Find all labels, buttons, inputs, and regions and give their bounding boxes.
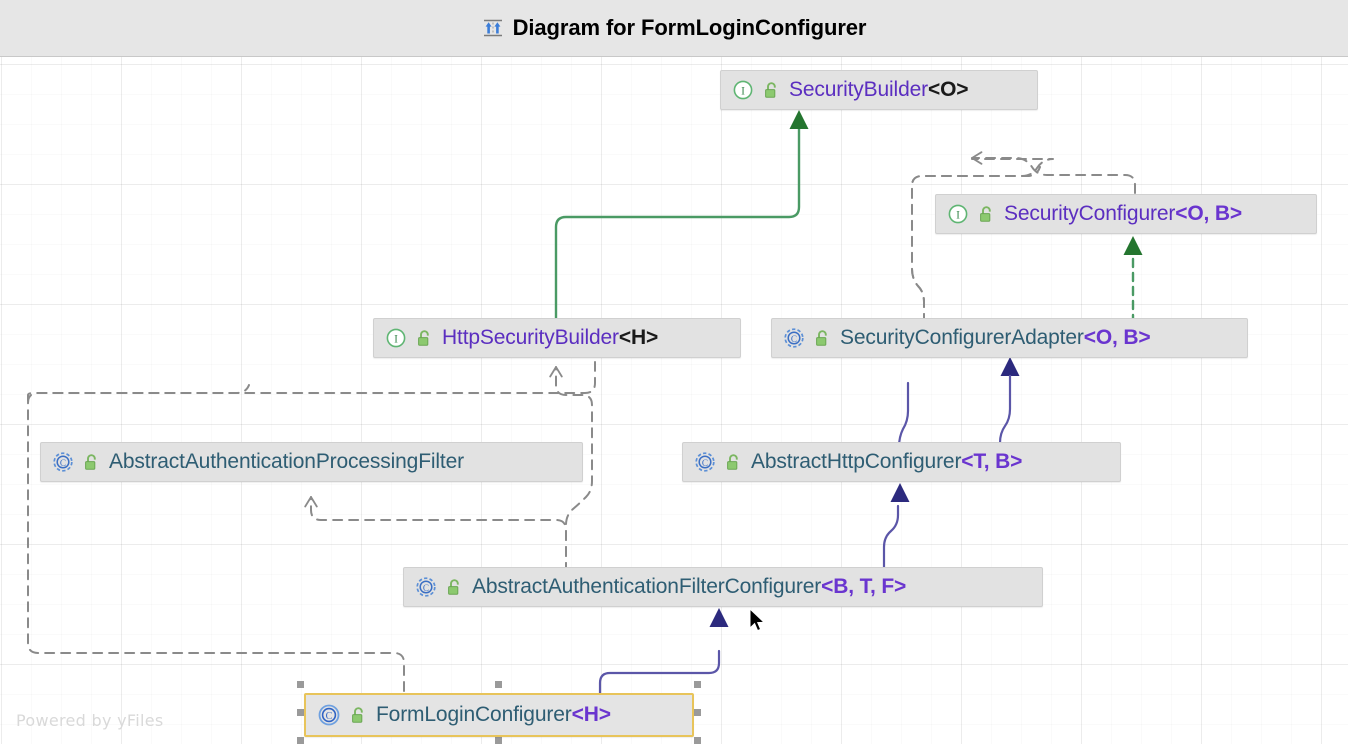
public-unlock-icon [83,453,100,472]
abstract-class-icon: C [415,576,437,598]
svg-text:C: C [60,458,66,468]
svg-text:I: I [394,333,398,345]
edge-abstract-auth-filter-configurer-to-abstract-auth-processing-filter [304,496,567,573]
svg-text:I: I [741,85,745,97]
node-security-configurer-adapter[interactable]: C SecurityConfigurerAdapter<O, B> [771,318,1248,358]
node-generics-text: <O> [927,78,969,101]
public-unlock-icon [416,329,433,348]
public-unlock-icon [978,205,995,224]
public-unlock-icon [763,81,780,100]
resize-handle-e[interactable] [694,709,701,716]
node-name-text: FormLoginConfigurer [376,703,572,726]
mouse-cursor [749,607,767,634]
node-generics-text: <T, B> [961,450,1023,473]
node-abstract-authentication-filter-configurer[interactable]: C AbstractAuthenticationFilterConfigurer… [403,567,1043,607]
resize-handle-w[interactable] [297,709,304,716]
interface-icon: I [732,79,754,101]
abstract-class-icon: C [783,327,805,349]
resize-handle-nw[interactable] [297,681,304,688]
node-name-text: HttpSecurityBuilder [442,326,619,349]
diagram-header-inner: Diagram for FormLoginConfigurer [482,15,867,41]
node-http-security-builder[interactable]: I HttpSecurityBuilder<H> [373,318,741,358]
node-form-login-configurer[interactable]: C FormLoginConfigurer<H> [304,693,694,737]
svg-text:C: C [791,334,797,344]
edge-form-login-configurer-to-abstract-auth-processing-filter [27,361,596,708]
resize-handle-n[interactable] [495,681,502,688]
node-security-configurer[interactable]: I SecurityConfigurer<O, B> [935,194,1317,234]
svg-text:C: C [423,583,429,593]
node-generics-text: <H> [571,703,611,726]
class-icon: C [317,703,341,727]
node-abstract-http-configurer[interactable]: C AbstractHttpConfigurer<T, B> [682,442,1121,482]
edge-layer [27,110,1143,709]
svg-text:I: I [956,209,960,221]
node-generics-text: <H> [618,326,659,349]
node-label: SecurityConfigurer<O, B> [1004,202,1242,226]
edge-security-configurer-adapter-to-security-configurer [1123,236,1143,325]
node-label: SecurityBuilder<O> [789,78,969,102]
node-name-text: AbstractAuthenticationFilterConfigurer [472,575,822,598]
edge-abstract-auth-filter-configurer-to-abstract-http-configurer [882,483,910,574]
resize-handle-sw[interactable] [297,737,304,744]
node-security-builder[interactable]: I SecurityBuilder<O> [720,70,1038,110]
abstract-class-icon: C [694,451,716,473]
resize-handle-se[interactable] [694,737,701,744]
node-label: AbstractHttpConfigurer<T, B> [751,450,1022,474]
edge-security-configurer-adapter-to-security-builder [911,158,1054,324]
yfiles-watermark: Powered by yFiles [16,711,164,730]
resize-handle-ne[interactable] [694,681,701,688]
node-name-text: SecurityConfigurer [1004,202,1176,225]
diagram-header: Diagram for FormLoginConfigurer [0,0,1348,57]
interface-icon: I [385,327,407,349]
interface-icon: I [947,203,969,225]
edge-http-security-builder-to-security-builder [554,110,809,325]
node-label: AbstractAuthenticationProcessingFilter [109,450,464,474]
node-generics-text: <O, B> [1083,326,1151,349]
node-generics-text: <B, T, F> [821,575,907,598]
node-generics-text: <O, B> [1175,202,1243,225]
public-unlock-icon [814,329,831,348]
public-unlock-icon [350,706,367,725]
hierarchy-diagram-icon [482,17,504,39]
svg-text:C: C [702,458,708,468]
node-label: SecurityConfigurerAdapter<O, B> [840,326,1151,350]
node-label: AbstractAuthenticationFilterConfigurer<B… [472,575,906,599]
abstract-class-icon: C [52,451,74,473]
resize-handle-s[interactable] [495,737,502,744]
public-unlock-icon [725,453,742,472]
public-unlock-icon [446,578,463,597]
edge-abstract-http-configurer-to-security-configurer-adapter [897,357,1020,449]
diagram-canvas[interactable]: Powered by yFiles [0,57,1348,744]
node-label: HttpSecurityBuilder<H> [442,326,658,350]
node-name-text: SecurityConfigurerAdapter [840,326,1084,349]
page-title: Diagram for FormLoginConfigurer [512,15,867,40]
node-name-text: AbstractAuthenticationProcessingFilter [109,450,464,473]
node-label: FormLoginConfigurer<H> [376,703,611,727]
node-abstract-authentication-processing-filter[interactable]: C AbstractAuthenticationProcessingFilter [40,442,583,482]
node-name-text: AbstractHttpConfigurer [751,450,962,473]
svg-text:C: C [326,711,333,722]
node-name-text: SecurityBuilder [789,78,928,101]
